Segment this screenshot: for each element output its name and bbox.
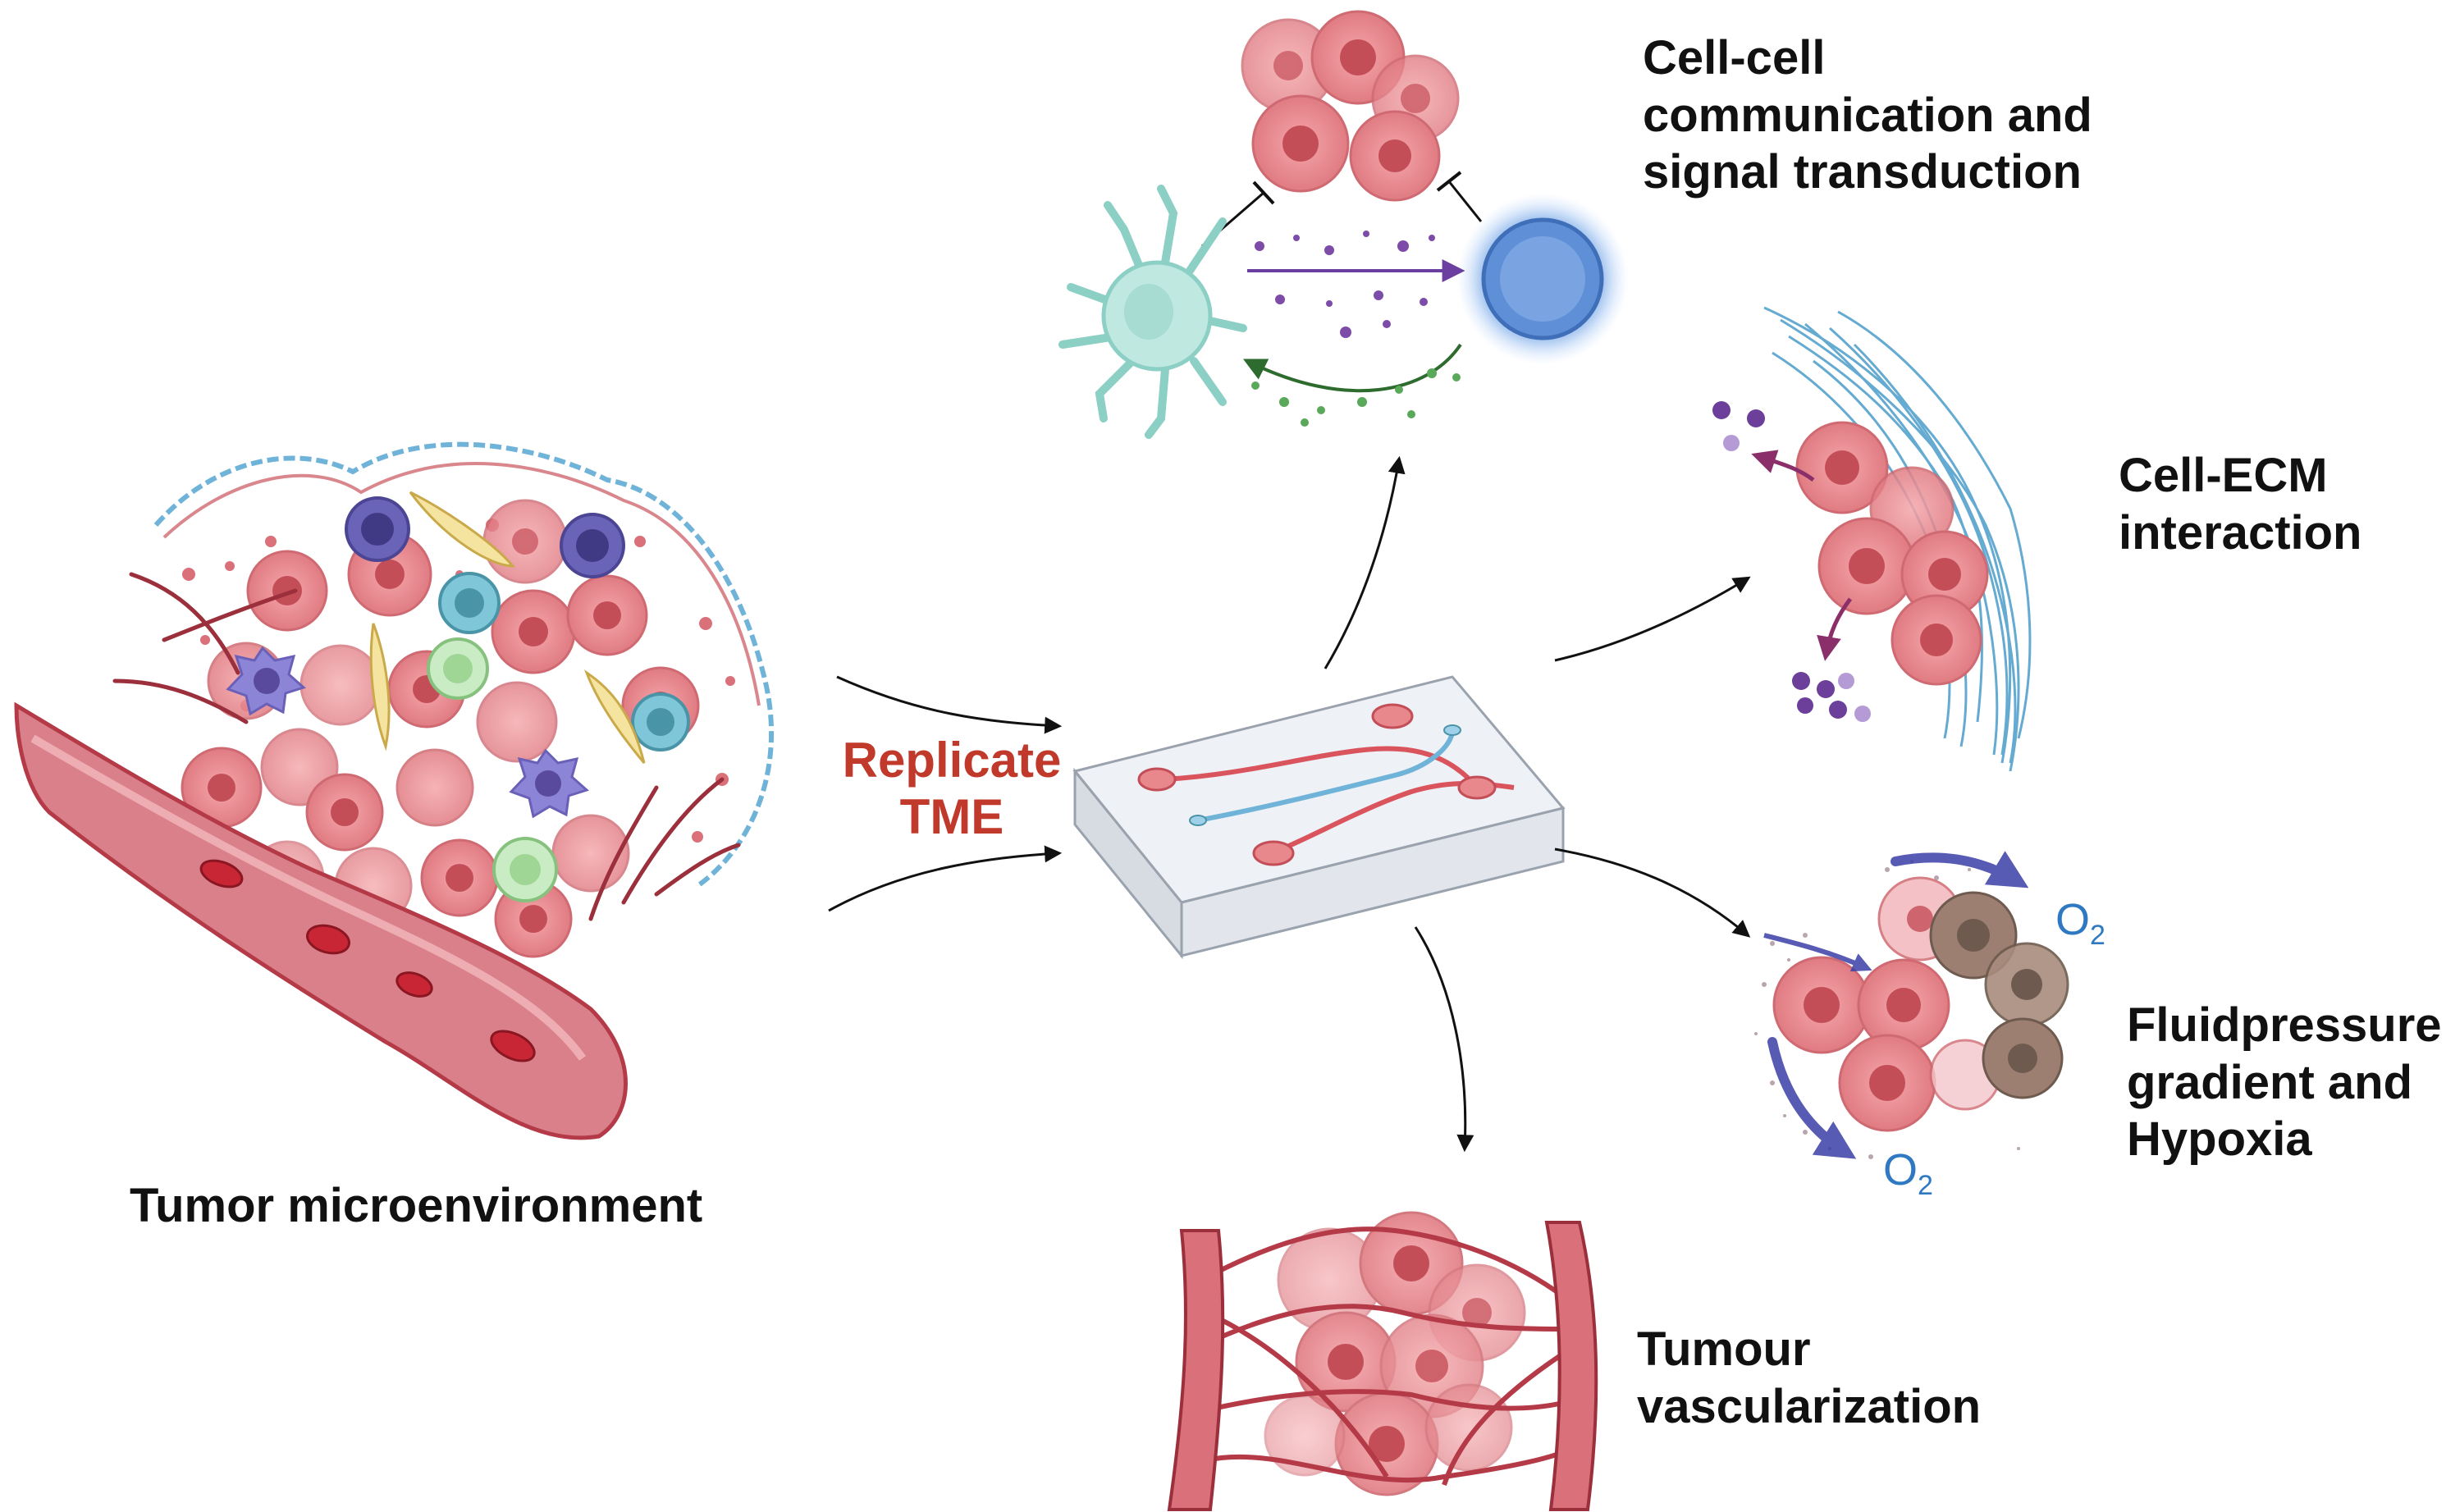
inhibition-line-right (1447, 180, 1483, 222)
oxygen-subscript: 2 (2090, 919, 2105, 951)
label-cellcell-line1: Cell-cell (1643, 31, 1826, 85)
label-replicate-line2: TME (899, 789, 1004, 844)
t-cell-icon (1456, 193, 1629, 365)
label-fluid-line2: gradient and (2127, 1055, 2413, 1109)
oxygen-symbol: O (2055, 895, 2091, 944)
organ-on-chip-icon (1072, 675, 1566, 960)
dendritic-cell-icon (1058, 185, 1247, 439)
tumor-microenvironment-illustration (14, 441, 775, 1140)
label-replicate-tme: Replicate TME (837, 732, 1067, 845)
label-ecm-line1: Cell-ECM (2119, 449, 2328, 502)
label-replicate-line1: Replicate (842, 733, 1062, 788)
arrow-chip-to-ecm (1554, 576, 1751, 662)
signal-arrow-to-dendritic (1242, 343, 1462, 393)
arrow-chip-to-vascularization (1414, 926, 1474, 1153)
label-fluid-pressure-hypoxia: Fluidpressure gradient and Hypoxia (2127, 997, 2442, 1168)
oxygen-label-top: O2 (2055, 894, 2105, 952)
ecm-interaction-illustration (1712, 306, 2032, 772)
label-tumour-vascularization: Tumour vascularization (1637, 1321, 1981, 1435)
label-fluid-line3: Hypoxia (2127, 1112, 2312, 1167)
oxygen-label-bottom: O2 (1883, 1144, 1933, 1202)
oxygen-symbol: O (1883, 1145, 1918, 1195)
arrow-chip-to-hypoxia (1554, 847, 1751, 938)
label-tumor-microenvironment: Tumor microenvironment (130, 1179, 703, 1232)
label-vasc-line1: Tumour (1637, 1322, 1811, 1376)
hypoxic-tumor-cluster-icon (1754, 851, 2069, 1159)
label-fluid-line1: Fluidpressure (2127, 998, 2442, 1052)
label-cellcell-line2: communication and (1643, 88, 2092, 142)
arrow-chip-to-cellcell (1324, 455, 1406, 669)
label-vasc-line2: vascularization (1637, 1379, 1982, 1433)
label-cell-ecm: Cell-ECM interaction (2119, 447, 2362, 561)
label-ecm-line2: interaction (2119, 505, 2362, 560)
label-cellcell-communication: Cell-cell communication and signal trans… (1643, 30, 2092, 201)
vascularized-tumor-icon (1167, 1211, 1598, 1511)
cellcell-communication-illustration (1058, 10, 1629, 439)
arrow-tme-to-chip-upper (836, 675, 1063, 734)
oxygen-subscript: 2 (1918, 1169, 1933, 1201)
arrow-tme-to-chip-lower (828, 845, 1063, 912)
label-cellcell-line3: signal transduction (1643, 145, 2082, 199)
